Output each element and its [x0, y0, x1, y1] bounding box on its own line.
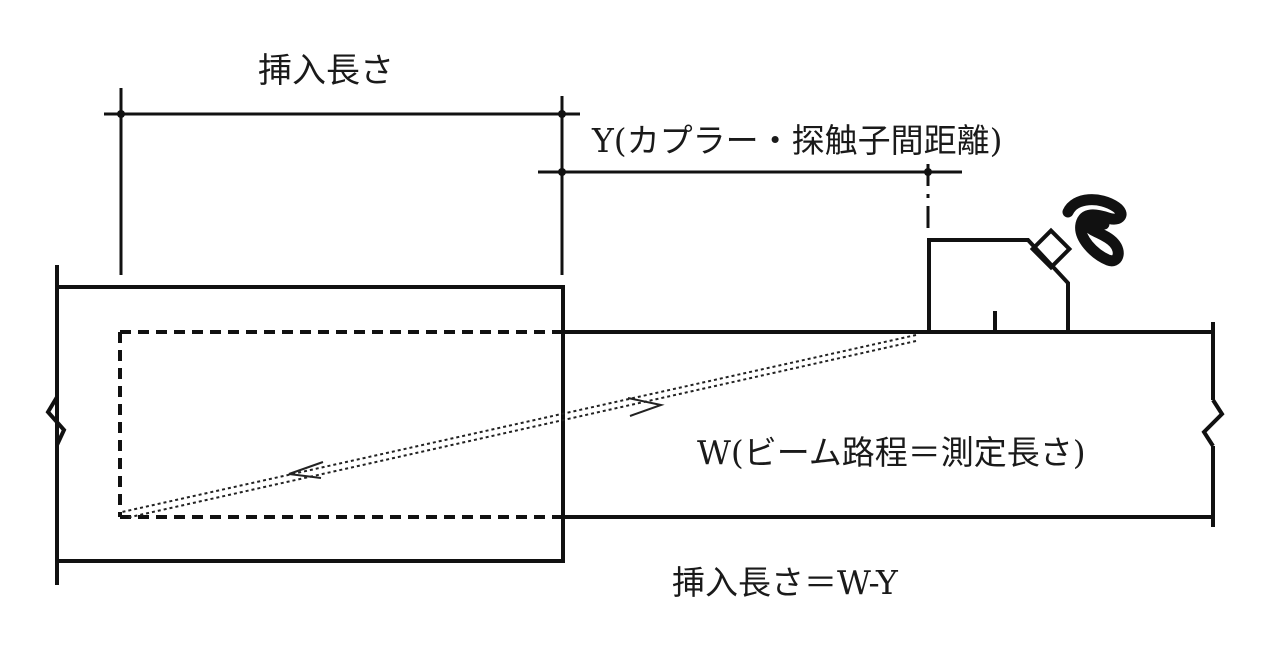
- y-dim-dot-right: [924, 168, 932, 176]
- insertion-formula-label: 挿入長さ＝W-Y: [672, 563, 898, 602]
- insertion-dim-dot-left: [117, 110, 125, 118]
- beam-path: [121, 334, 917, 519]
- y-dim-dot-left: [558, 168, 566, 176]
- inserted-rebar-hidden: [118, 330, 563, 519]
- probe-connector: [1029, 227, 1073, 271]
- beam-arrow-return: [288, 461, 324, 479]
- probe-body: [927, 238, 1070, 331]
- beam-arrow-forward: [627, 397, 665, 417]
- probe-cable-icon: [1062, 194, 1127, 267]
- coupler-break-mark: [45, 395, 67, 446]
- insertion-dim-dot-right: [558, 110, 566, 118]
- rebar-break-mark: [1201, 398, 1225, 448]
- beam-arrows: [288, 397, 665, 479]
- coupler-outline: [55, 285, 565, 563]
- y-distance-label: Y(カプラー・探触子間距離): [592, 121, 1003, 160]
- w-beam-path-label: W(ビーム路程＝測定長さ): [697, 433, 1086, 472]
- insertion-length-label: 挿入長さ: [258, 51, 394, 91]
